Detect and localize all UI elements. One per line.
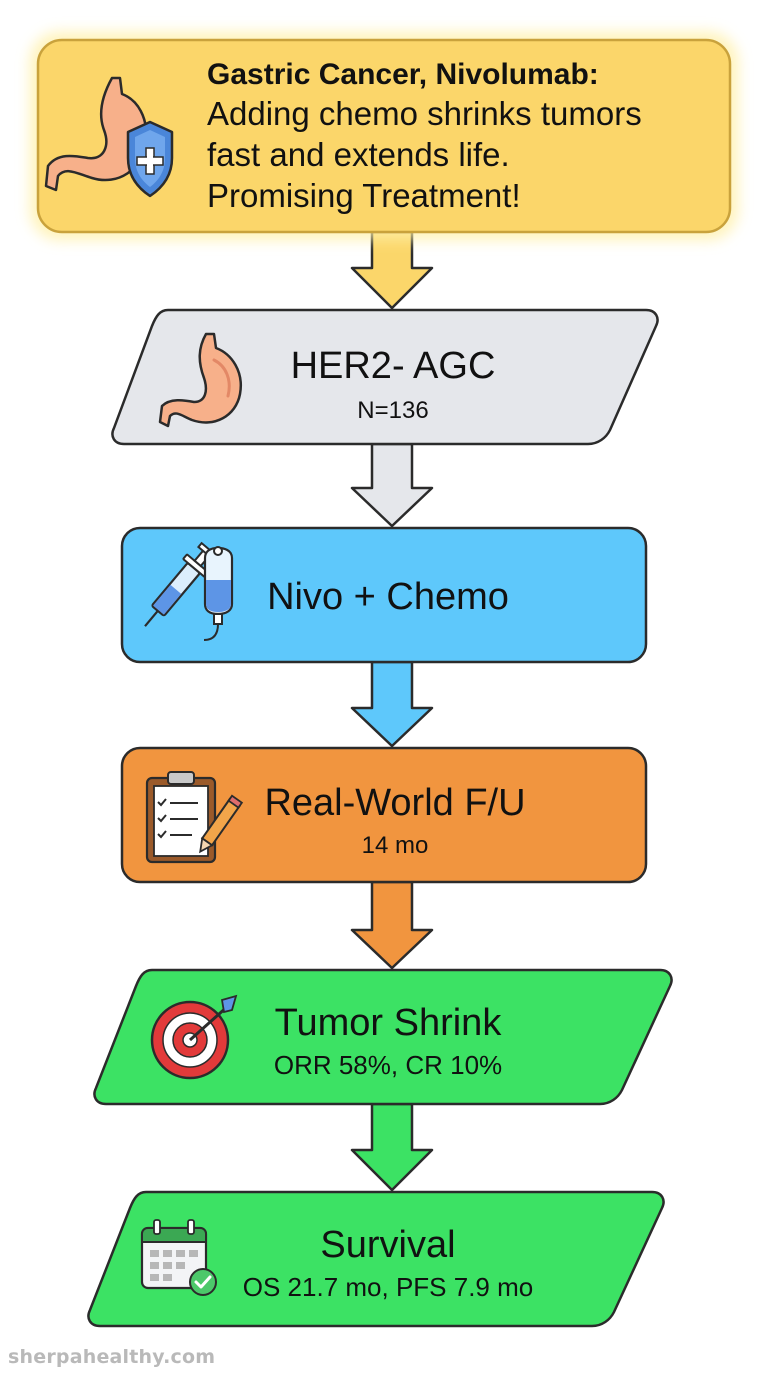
header-line-1: Adding chemo shrinks tumors [207, 95, 642, 132]
step-survival: Survival OS 21.7 mo, PFS 7.9 mo [87, 1190, 665, 1328]
watermark: sherpahealthy.com [8, 1346, 216, 1368]
step-real-world-fu: Real-World F/U 14 mo [120, 746, 648, 884]
arrow-step-3-to-step-4 [350, 880, 434, 970]
step-survival-subtitle: OS 21.7 mo, PFS 7.9 mo [243, 1272, 533, 1302]
arrow-header-to-step-1 [350, 230, 434, 310]
step-tumor-shrink: Tumor Shrink ORR 58%, CR 10% [93, 968, 673, 1106]
arrow-step-2-to-step-3 [350, 660, 434, 748]
step-nivo-chemo-title: Nivo + Chemo [267, 576, 509, 618]
step-real-world-fu-title: Real-World F/U [264, 782, 525, 824]
step-nivo-chemo: Nivo + Chemo [120, 526, 648, 664]
step-tumor-shrink-title: Tumor Shrink [275, 1002, 503, 1044]
step-tumor-shrink-subtitle: ORR 58%, CR 10% [274, 1050, 502, 1080]
step-her2-agc-title: HER2- AGC [291, 345, 496, 387]
step-her2-agc: HER2- AGC N=136 [111, 308, 659, 446]
target-icon [150, 994, 238, 1080]
arrow-step-1-to-step-2 [350, 442, 434, 528]
arrow-step-4-to-step-5 [350, 1102, 434, 1192]
connector-arrows [350, 230, 434, 1192]
step-real-world-fu-subtitle: 14 mo [362, 832, 429, 859]
step-her2-agc-subtitle: N=136 [357, 397, 428, 424]
header-box: Gastric Cancer, Nivolumab: Adding chemo … [30, 32, 738, 240]
header-title: Gastric Cancer, Nivolumab: [207, 58, 599, 91]
syringe-iv-bag-icon [144, 541, 234, 641]
clipboard-checklist-icon [145, 771, 244, 864]
calendar-check-icon [140, 1219, 217, 1296]
header-line-2: fast and extends life. [207, 136, 510, 173]
header-line-3: Promising Treatment! [207, 177, 521, 214]
stomach-icon [158, 332, 243, 428]
stomach-shield-icon [44, 76, 174, 198]
step-survival-title: Survival [320, 1224, 455, 1266]
